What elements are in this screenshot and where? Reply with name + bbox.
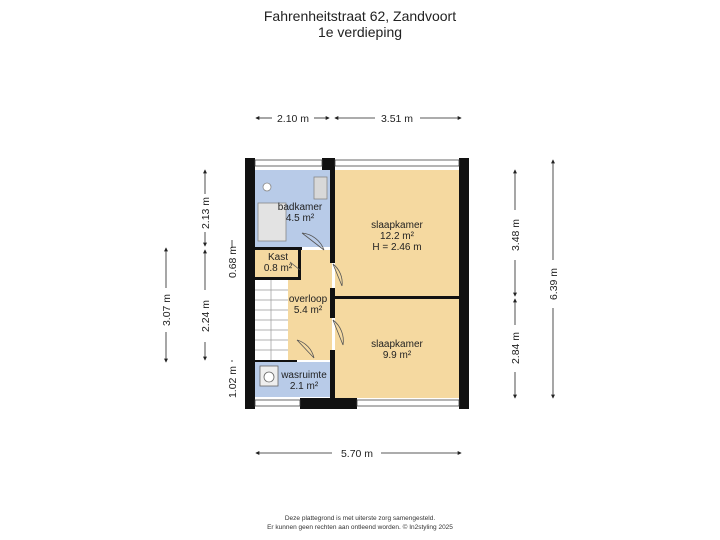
dim-right-a: 3.48 m: [510, 219, 522, 251]
dim-right-outer: 6.39 m: [548, 268, 560, 300]
badkamer-label: badkamer: [278, 202, 323, 213]
footer-line-1: Deze plattegrond is met uiterste zorg sa…: [284, 515, 436, 522]
dim-left-a: 2.13 m: [200, 197, 212, 229]
slaapkamer-1-height: H = 2.46 m: [372, 242, 421, 253]
washing-machine: [259, 365, 279, 387]
doors: [289, 232, 344, 359]
footer-disclaimer: Deze plattegrond is met uiterste zorg sa…: [0, 514, 720, 532]
dim-top-right: 3.51 m: [381, 113, 413, 125]
dim-right-b: 2.84 m: [510, 332, 522, 364]
kast-label: Kast: [268, 252, 288, 263]
dim-left-b: 0.68 m: [227, 246, 239, 278]
address-title: Fahrenheitstraat 62, Zandvoort: [263, 8, 457, 24]
dim-left-c: 2.24 m: [200, 300, 212, 332]
dim-bottom: 5.70 m: [341, 448, 373, 460]
wasruimte-area: 2.1 m²: [290, 381, 319, 392]
slaapkamer-2-floor: [335, 299, 459, 398]
walls: [245, 158, 469, 409]
bath-fixtures: [257, 176, 328, 242]
slaapkamer-2-area: 9.9 m²: [383, 350, 412, 361]
overloop-label: overloop: [289, 294, 328, 305]
slaapkamer-1-floor: [335, 170, 459, 296]
windows: [254, 159, 460, 407]
badkamer-area: 4.5 m²: [286, 213, 315, 224]
slaapkamer-2-label: slaapkamer: [371, 339, 423, 350]
dim-top-left: 2.10 m: [277, 113, 309, 125]
staircase: [255, 280, 288, 360]
overloop-area: 5.4 m²: [294, 305, 323, 316]
dim-left-outer: 3.07 m: [161, 294, 173, 326]
slaapkamer-1-label: slaapkamer: [371, 220, 423, 231]
slaapkamer-1-area: 12.2 m²: [380, 231, 415, 242]
footer-line-2: Er kunnen geen rechten aan ontleend word…: [267, 524, 453, 531]
kast-area: 0.8 m²: [264, 263, 293, 274]
dimension-lines: [164, 116, 555, 455]
floor-title: 1e verdieping: [317, 24, 403, 40]
dim-left-d: 1.02 m: [227, 366, 239, 398]
wasruimte-label: wasruimte: [280, 370, 327, 381]
